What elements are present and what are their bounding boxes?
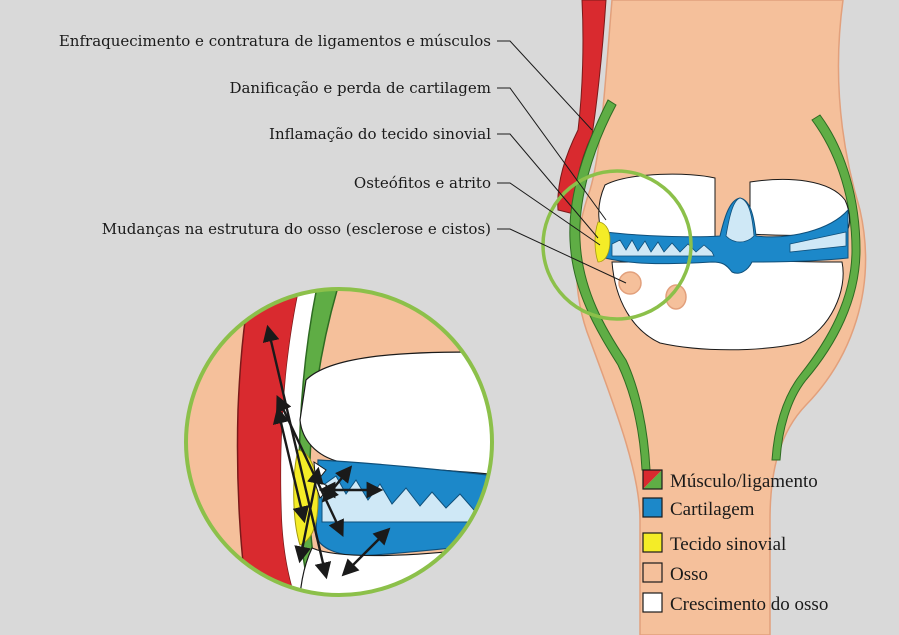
legend-label-bone-growth: Crescimento do osso	[670, 594, 828, 615]
legend-swatch-muscle-ligament	[643, 470, 662, 489]
tibia-plateau	[612, 255, 843, 350]
legend-swatch-synovial	[643, 533, 662, 552]
legend-label-cartilage: Cartilagem	[670, 499, 755, 520]
legend-label-muscle-ligament: Músculo/ligamento	[670, 471, 818, 492]
legend-swatch-bone-growth	[643, 593, 662, 612]
legend-label-synovial: Tecido sinovial	[670, 534, 786, 555]
bone-cyst-1	[619, 272, 641, 294]
callout-synovial-inflammation: Inflamação do tecido sinovial	[269, 125, 491, 143]
callout-ligament-muscle: Enfraquecimento e contratura de ligament…	[59, 32, 491, 50]
legend-swatch-bone	[643, 563, 662, 582]
callout-bone-structure: Mudanças na estrutura do osso (esclerose…	[102, 220, 491, 238]
legend-label-bone: Osso	[670, 564, 708, 585]
callout-osteophytes: Osteófitos e atrito	[354, 174, 491, 192]
legend-swatch-cartilage	[643, 498, 662, 517]
callout-cartilage-loss: Danificação e perda de cartilagem	[229, 79, 491, 97]
